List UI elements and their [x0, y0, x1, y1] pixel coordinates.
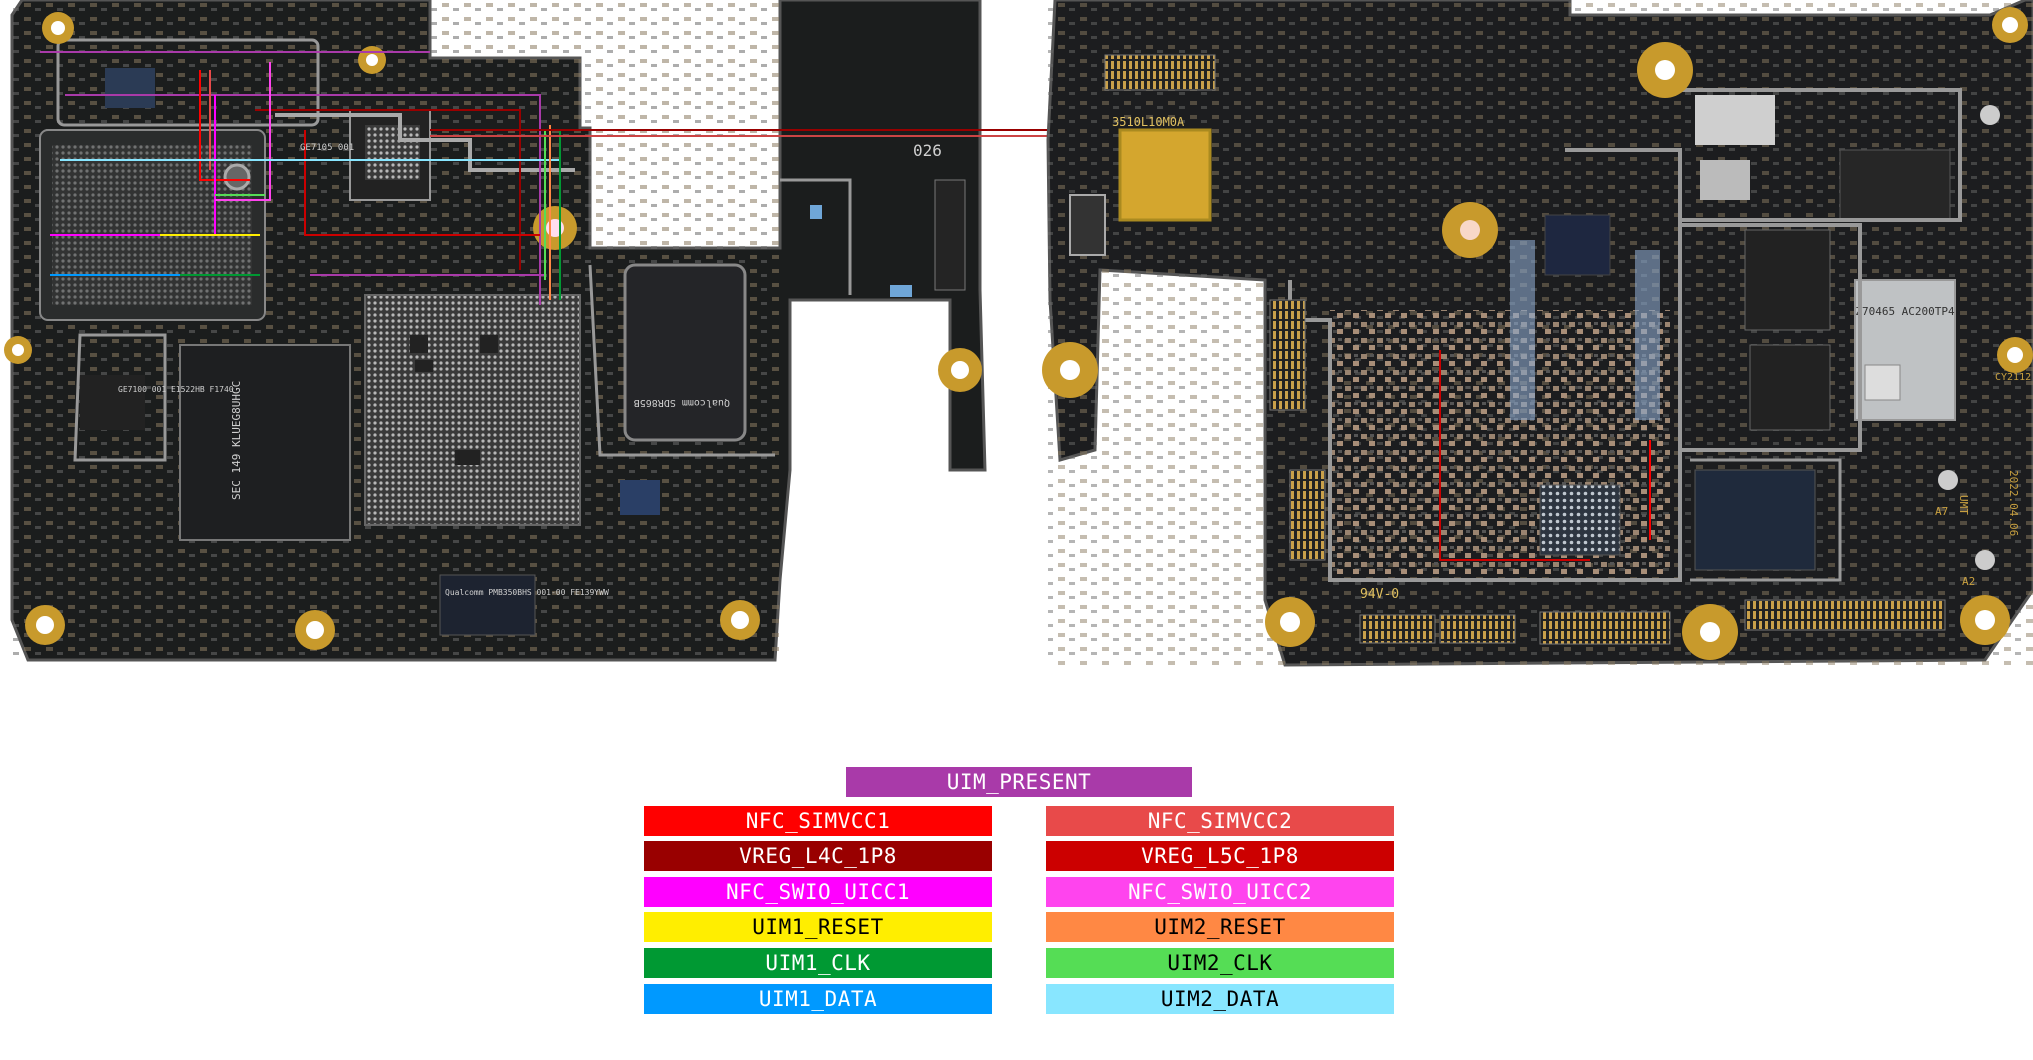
memory-chip	[179, 344, 351, 541]
mount-hole	[1042, 342, 1098, 398]
legend-uim1-reset: UIM1_RESET	[644, 912, 992, 942]
antenna-clip	[1938, 470, 1958, 490]
mount-hole	[358, 46, 386, 74]
mid-code-label: 026	[913, 141, 942, 160]
small-ic-label: GE7100 001 E1522HB F1740	[118, 385, 234, 394]
mount-hole	[720, 600, 760, 640]
legend-vreg-l4c-1p8: VREG_L4C_1P8	[644, 841, 992, 871]
legend-nfc-swio-uicc2: NFC_SWIO_UICC2	[1046, 877, 1394, 907]
antenna-a7-label: A7	[1935, 505, 1948, 518]
soc-bga	[364, 294, 581, 526]
sim-ic-label: GE7105 001	[300, 143, 354, 153]
legend-uim2-reset: UIM2_RESET	[1046, 912, 1394, 942]
left-board	[4, 0, 1640, 662]
legend-uim2-data: UIM2_DATA	[1046, 984, 1394, 1014]
camera-connector-label: 3510L10M0A	[1112, 115, 1185, 129]
mount-hole	[1682, 604, 1738, 660]
mount-hole	[1442, 202, 1498, 258]
legend-uim1-clk: UIM1_CLK	[644, 948, 992, 978]
side-code-label: CY2112 005227	[1995, 372, 2033, 383]
pcb-rating-label: 94V-0	[1360, 587, 1399, 602]
memory-chip-label: SEC 149 KLUEG8UHGC	[230, 381, 243, 500]
mount-hole	[938, 348, 982, 392]
legend-uim1-data: UIM1_DATA	[644, 984, 992, 1014]
right-board: Z70465 AC200TP4	[1042, 0, 2033, 667]
rf-chip	[623, 263, 747, 442]
module-label: Z70465 AC200TP4	[1855, 305, 1955, 318]
mount-hole	[1997, 337, 2033, 373]
mount-hole	[4, 336, 32, 364]
mount-hole	[1637, 42, 1693, 98]
mount-hole	[295, 610, 335, 650]
antenna-a2-label: A2	[1962, 575, 1975, 588]
rf-chip-label: Qualcomm SDR865B	[634, 397, 730, 408]
legend-nfc-simvcc1: NFC_SIMVCC1	[644, 806, 992, 836]
pmic	[439, 574, 536, 636]
gold-shield-pad	[1118, 128, 1212, 222]
legend-uim2-clk: UIM2_CLK	[1046, 948, 1394, 978]
legend-vreg-l5c-1p8: VREG_L5C_1P8	[1046, 841, 1394, 871]
antenna-clip	[1980, 105, 2000, 125]
legend-uim-present: UIM_PRESENT	[846, 767, 1192, 797]
antenna-clip	[1975, 550, 1995, 570]
mount-hole	[1265, 597, 1315, 647]
mount-hole	[25, 605, 65, 645]
legend-nfc-swio-uicc1: NFC_SWIO_UICC1	[644, 877, 992, 907]
mount-hole	[42, 12, 74, 44]
legend-nfc-simvcc2: NFC_SIMVCC2	[1046, 806, 1394, 836]
umt-label: UMT	[1957, 495, 1970, 515]
year-code-label: 2022.04.06	[2007, 470, 2020, 536]
mount-hole	[1960, 595, 2010, 645]
pmic-label: Qualcomm PMB350BHS 001-00 FE139YWW	[445, 588, 609, 597]
mount-hole	[1992, 7, 2028, 43]
board-text: GE7105 001 GE7100 001 E1522HB F1740 Qual…	[118, 115, 2033, 602]
